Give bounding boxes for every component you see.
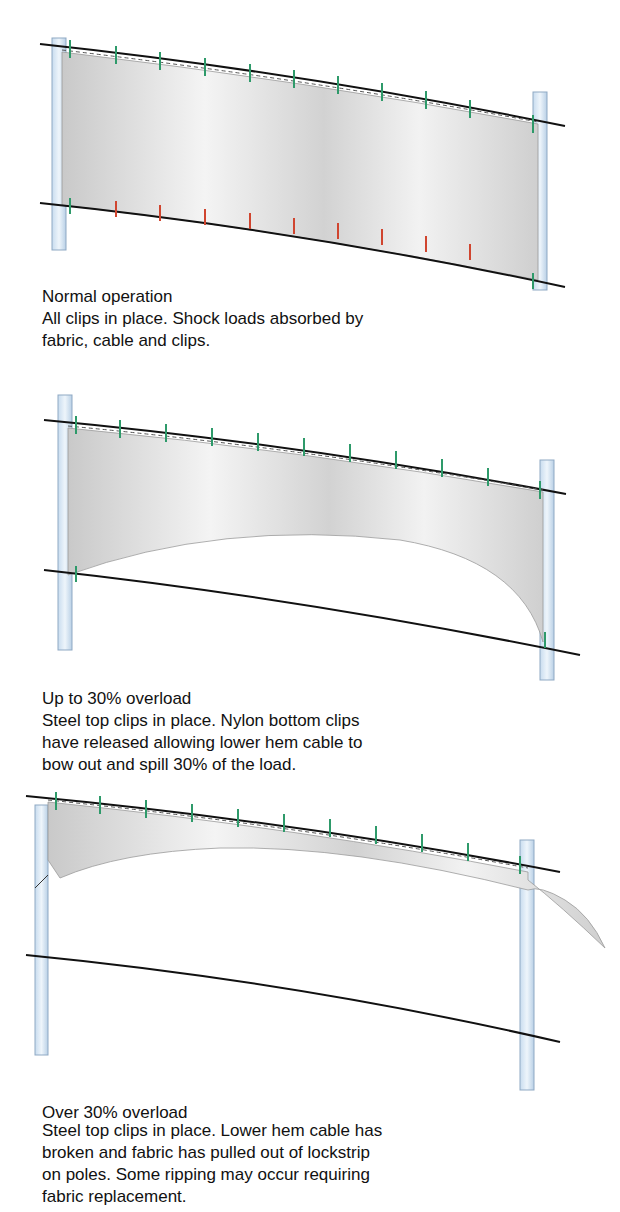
caption-text: Steel top clips in place. Nylon bottom c… xyxy=(42,710,387,776)
panel-normal xyxy=(40,38,565,290)
caption-heading: Over 30% overload xyxy=(42,1102,422,1124)
panel-partial-overload xyxy=(44,395,580,680)
panel-full-overload xyxy=(26,792,605,1090)
caption-heading: Normal operation xyxy=(42,286,422,308)
caption-text: All clips in place. Shock loads absorbed… xyxy=(42,308,387,352)
caption-heading: Up to 30% overload xyxy=(42,688,422,710)
caption-text: Steel top clips in place. Lower hem cabl… xyxy=(42,1120,392,1208)
